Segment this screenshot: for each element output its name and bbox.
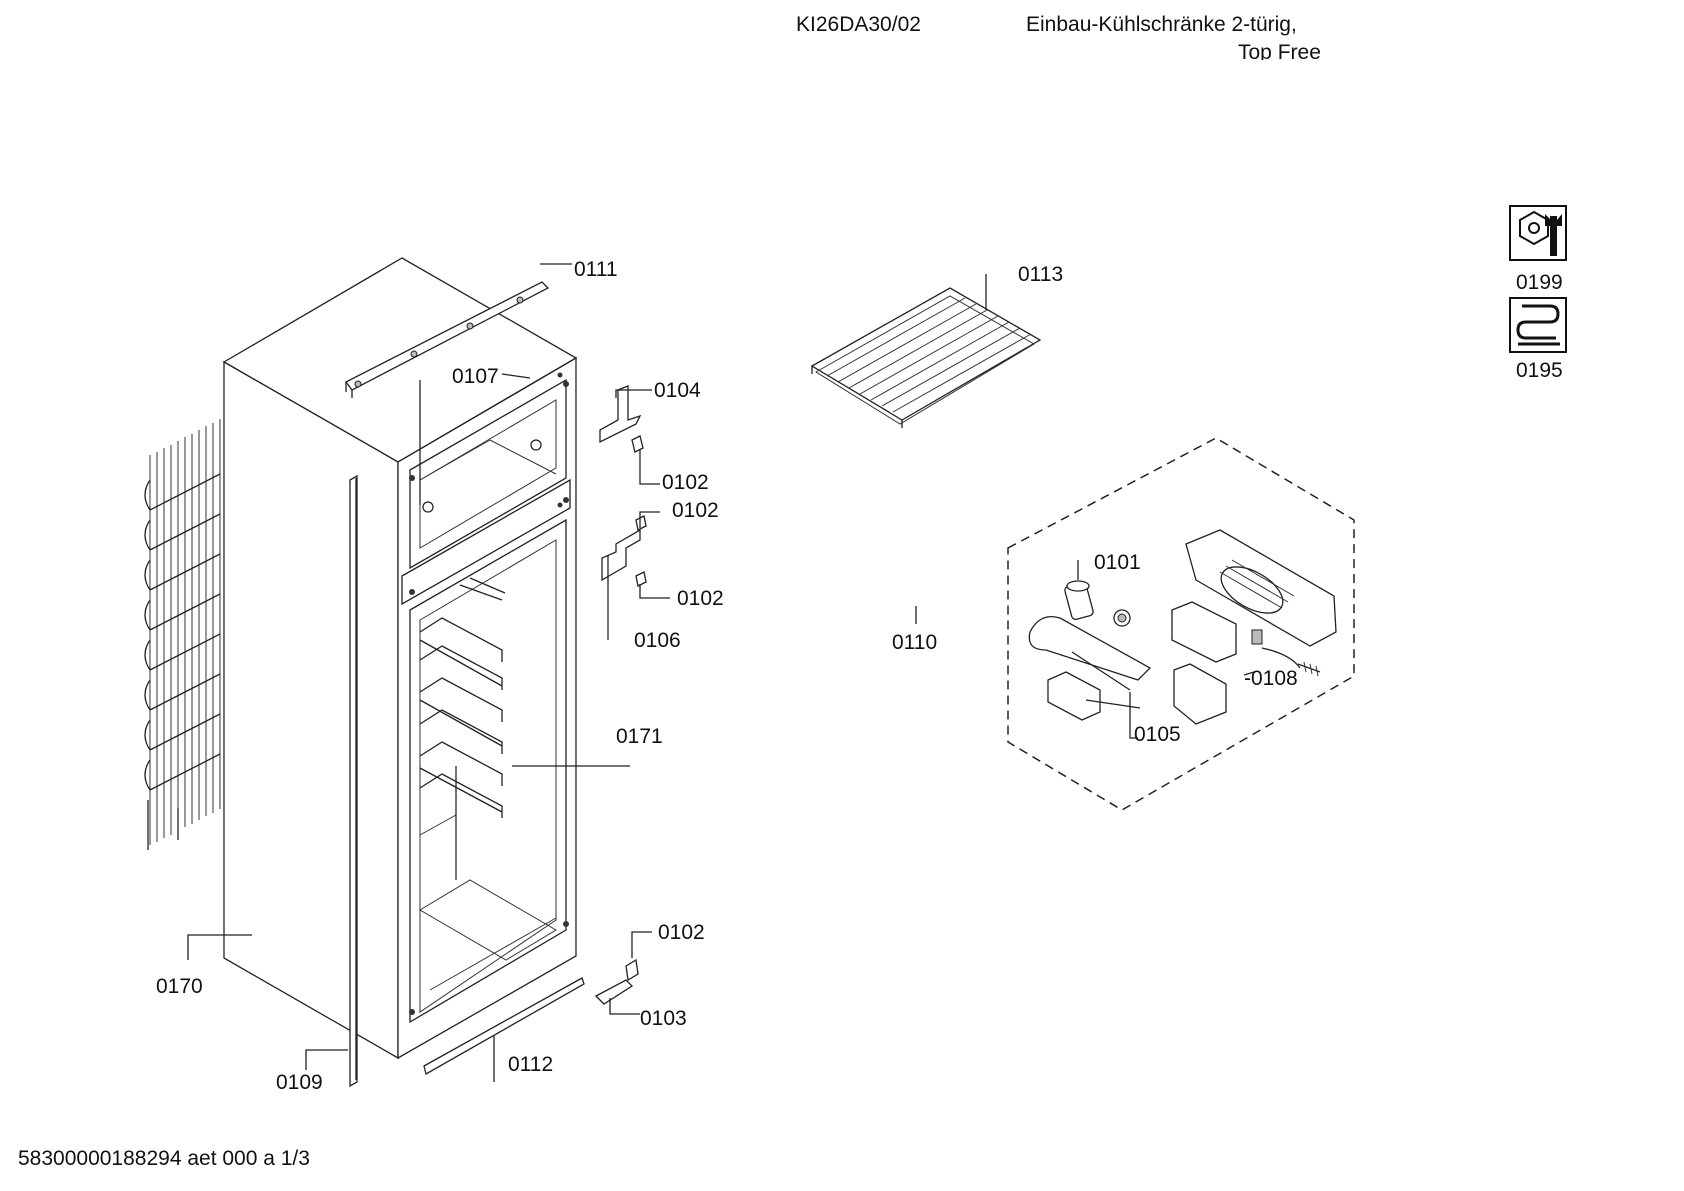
part-label-0105: 0105 [1134,723,1181,746]
description-line2: Top Free [1238,42,1321,60]
bottom-trim-strip [423,977,585,1075]
leader-lines [187,263,1255,1082]
part-label-0102-a: 0102 [662,471,709,494]
hinge-parts [594,385,647,1005]
part-label-0102-d: 0102 [658,921,705,944]
icon-label-0199: 0199 [1516,271,1563,294]
part-label-0107: 0107 [452,365,499,388]
part-label-0110: 0110 [892,631,938,654]
part-label-0101: 0101 [1094,551,1141,574]
part-label-0102-c: 0102 [677,587,724,610]
part-label-0170: 0170 [156,975,203,998]
wire-shelf [810,287,1042,428]
part-label-0108: -0108 [1244,667,1298,690]
top-mounting-strip [345,281,550,398]
part-label-0102-b: 0102 [672,499,719,522]
model-number: KI26DA30/02 [796,13,921,36]
cabinet-body [222,257,578,1060]
part-label-0112: 0112 [508,1053,554,1076]
part-label-0113: 0113 [1018,263,1064,286]
service-wrench-icon [1509,205,1567,261]
icon-label-0195: 0195 [1516,359,1563,382]
refrigerant-coil-icon [1509,297,1567,353]
description-line1: Einbau-Kühlschränke 2-türig, [1026,13,1297,36]
side-trim-strip [349,474,358,1088]
part-label-0171: 0171 [616,725,663,748]
control-assembly-group [1007,437,1355,811]
document-footer-id: 58300000188294 aet 000 a 1/3 [18,1147,310,1170]
part-label-0106: 0106 [634,629,681,652]
part-label-0103: 0103 [640,1007,687,1030]
condenser-coil [144,419,221,850]
part-label-0109: 0109 [276,1071,323,1094]
part-label-0111: 0111 [574,258,618,281]
part-label-0104: 0104 [654,379,701,402]
